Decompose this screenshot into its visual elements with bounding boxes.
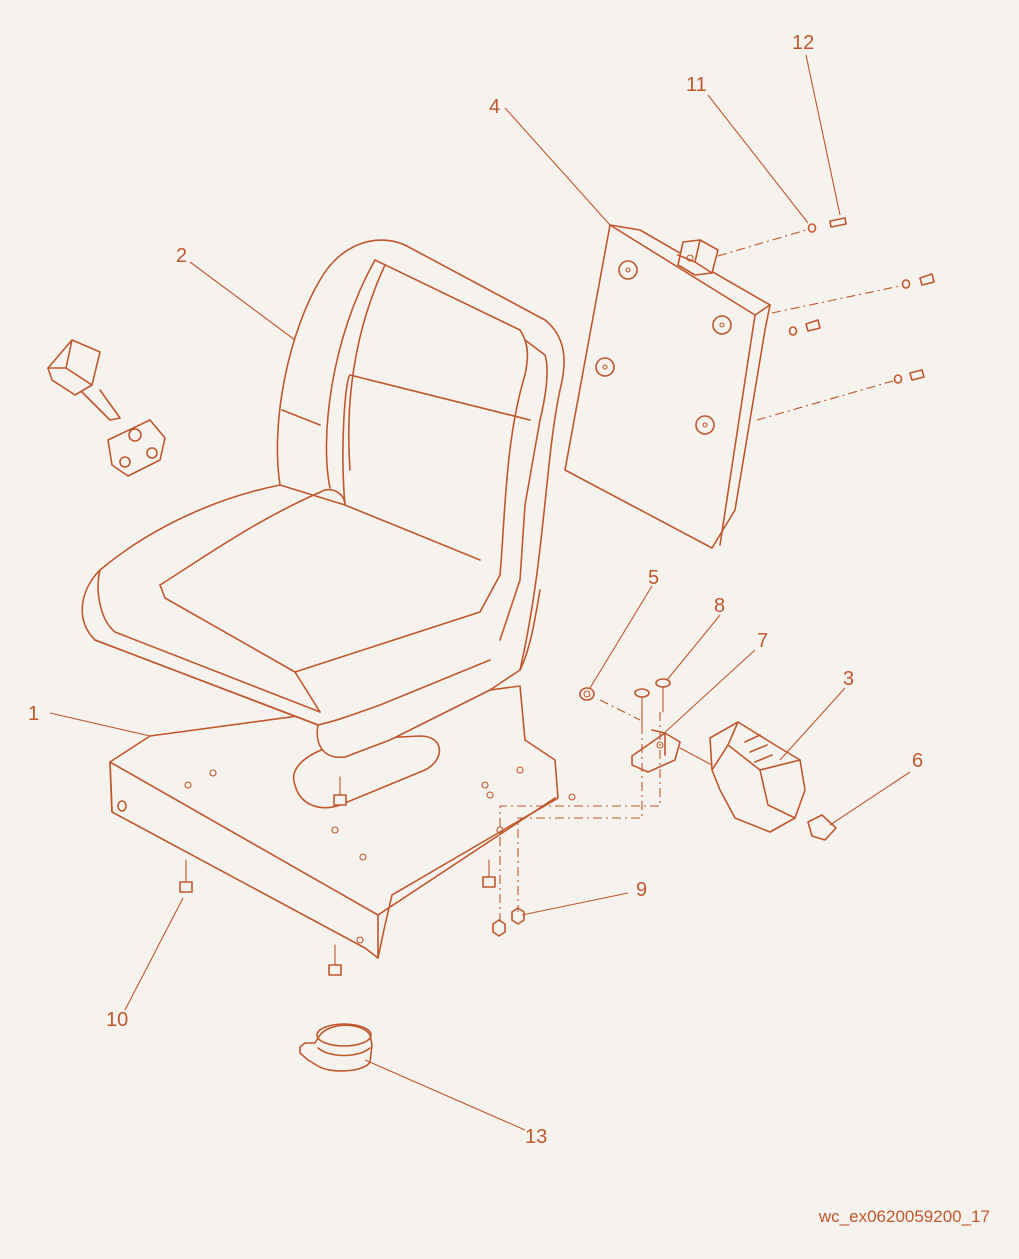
callout-12: 12 [792,32,814,54]
drawing-reference-code: wc_ex0620059200_17 [818,1207,990,1226]
round-knob-cover [299,1023,373,1072]
callout-9: 9 [636,879,647,901]
seat-switch-assembly [631,721,806,833]
callout-5: 5 [648,567,659,589]
callout-13: 13 [525,1126,547,1148]
callout-leaders [49,54,911,1131]
callout-8: 8 [714,595,725,617]
callout-1: 1 [28,703,39,725]
assembly-lines [499,712,661,924]
seat-cushion [81,239,565,758]
callout-7: 7 [757,630,768,652]
callout-10: 10 [106,1009,128,1031]
seat-belt-buckle-icon [47,339,166,477]
hex-bolt-icon [179,776,496,976]
clevis-pin-icon [807,814,837,841]
callout-6: 6 [912,750,923,772]
callout-11: 11 [686,74,707,96]
screw-washer-set [717,217,935,421]
seat-back-pad [564,224,771,549]
callout-2: 2 [176,245,187,267]
callout-4: 4 [489,96,500,118]
callout-labels: 1 2 3 4 5 6 7 8 9 10 11 12 13 [28,32,923,1148]
fastener-pins [579,678,671,726]
hex-nut-icon [492,907,525,937]
callout-3: 3 [843,668,854,690]
